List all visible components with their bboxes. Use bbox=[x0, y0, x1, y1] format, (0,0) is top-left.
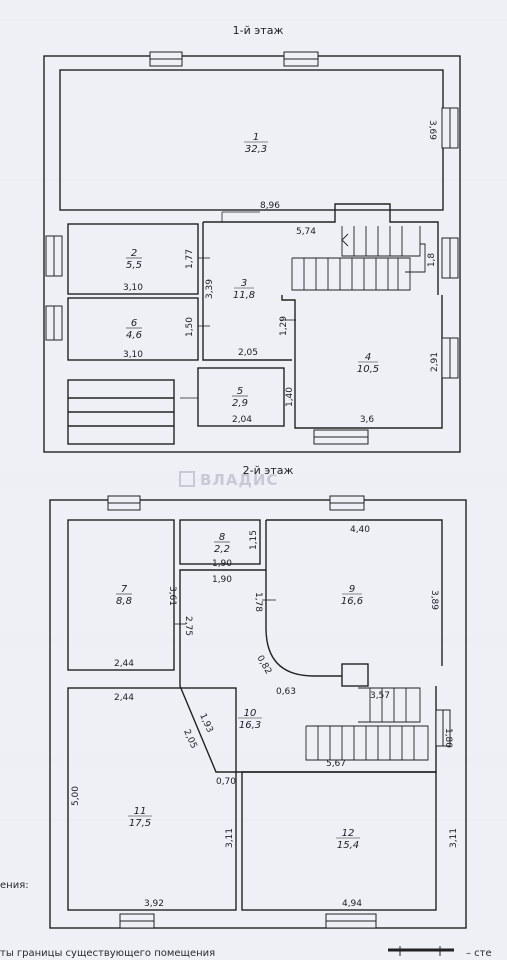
dimension-label: 1,29 bbox=[279, 316, 289, 336]
background-lines bbox=[0, 19, 507, 821]
floor2-title: 2-й этаж bbox=[243, 464, 294, 477]
dimension-label: 3,11 bbox=[449, 828, 459, 848]
room-area: 11,8 bbox=[233, 290, 255, 301]
dimension-label: 0,63 bbox=[276, 687, 296, 697]
dimension-label: 3,89 bbox=[429, 590, 439, 610]
floor2-stairs bbox=[305, 687, 429, 761]
room-number: 11 bbox=[134, 806, 147, 817]
dimension-label: 4,40 bbox=[350, 525, 370, 535]
dimension-label: 1,50 bbox=[185, 317, 195, 337]
room-number: 6 bbox=[131, 318, 137, 329]
dimension-label: 2,04 bbox=[232, 415, 252, 425]
dimension-label: 3,39 bbox=[205, 279, 215, 299]
room-number: 9 bbox=[349, 584, 355, 595]
dimension-label: 1,90 bbox=[212, 559, 232, 569]
legend-line: ты границы существующего помещения bbox=[0, 948, 215, 959]
dimension-label: 5,67 bbox=[326, 759, 346, 769]
floor2-room-labels: 7 8,8 8 2,2 9 16,6 10 16,3 11 17,5 12 15… bbox=[116, 532, 363, 851]
room-area: 32,3 bbox=[245, 144, 267, 155]
dimension-label: 1,77 bbox=[185, 249, 195, 269]
dimension-label: 5,74 bbox=[296, 227, 316, 237]
room-area: 17,5 bbox=[129, 818, 151, 829]
dimension-label: 1,90 bbox=[212, 575, 232, 585]
dimension-label: 0,70 bbox=[216, 777, 236, 787]
legend-heading: ения: bbox=[0, 880, 29, 891]
legend: ения: ты границы существующего помещения… bbox=[0, 880, 492, 959]
dimension-label: 3,11 bbox=[225, 828, 235, 848]
floor2-walls bbox=[49, 499, 467, 929]
room-number: 4 bbox=[365, 352, 371, 363]
dimension-label: 2,44 bbox=[114, 693, 134, 703]
room-number: 10 bbox=[244, 708, 257, 719]
floor1-room-labels: 1 32,3 2 5,5 3 11,8 4 10,5 5 2,9 6 4,6 bbox=[126, 132, 379, 409]
room-area: 8,8 bbox=[116, 596, 132, 607]
room-number: 3 bbox=[241, 278, 247, 289]
room-number: 2 bbox=[131, 248, 137, 259]
watermark-logo-icon bbox=[179, 471, 195, 487]
dimension-label: 4,94 bbox=[342, 899, 362, 909]
dimension-label: 1,78 bbox=[253, 592, 263, 612]
room-number: 1 bbox=[253, 132, 259, 143]
dimension-label: 1,80 bbox=[443, 728, 453, 748]
dimension-label: 2,44 bbox=[114, 659, 134, 669]
room-number: 5 bbox=[237, 386, 243, 397]
dimension-label: 8,96 bbox=[260, 201, 280, 211]
floor1-title: 1-й этаж bbox=[233, 24, 284, 37]
dimension-label: 3,92 bbox=[144, 899, 164, 909]
room-area: 16,6 bbox=[341, 596, 363, 607]
dimension-label: 3,6 bbox=[360, 415, 375, 425]
dimension-label: 3,57 bbox=[370, 691, 390, 701]
dimension-label: 2,75 bbox=[183, 616, 193, 636]
floor1-windows bbox=[45, 51, 459, 445]
room-number: 7 bbox=[121, 584, 128, 595]
room-number: 8 bbox=[219, 532, 225, 543]
floor1-dimensions: 3,69 8,96 5,74 1,77 3,39 1,8 3,10 1,50 1… bbox=[123, 120, 440, 425]
legend-suffix: – сте bbox=[466, 948, 492, 959]
dimension-label: 1,93 bbox=[197, 712, 214, 734]
room-area: 2,9 bbox=[232, 398, 248, 409]
dimension-label: 3,10 bbox=[123, 283, 143, 293]
room-area: 5,5 bbox=[126, 260, 142, 271]
room-area: 16,3 bbox=[239, 720, 261, 731]
room-number: 12 bbox=[342, 828, 355, 839]
dimension-label: 2,91 bbox=[430, 352, 440, 372]
dimension-label: 3,61 bbox=[167, 586, 177, 606]
room-area: 4,6 bbox=[126, 330, 142, 341]
dimension-label: 1,15 bbox=[249, 530, 259, 550]
floor1-walls bbox=[43, 55, 461, 453]
watermark: ВЛАДИС bbox=[179, 471, 278, 489]
dimension-label: 1,8 bbox=[427, 253, 437, 268]
watermark-text: ВЛАДИС bbox=[200, 471, 278, 489]
dimension-label: 1,40 bbox=[285, 387, 295, 407]
dimension-label: 3,69 bbox=[427, 120, 437, 140]
floor2-windows bbox=[107, 495, 451, 929]
room-area: 15,4 bbox=[337, 840, 359, 851]
floor1-stairs bbox=[291, 226, 426, 291]
dimension-label: 2,05 bbox=[238, 348, 258, 358]
dimension-label: 3,10 bbox=[123, 350, 143, 360]
room-area: 10,5 bbox=[357, 364, 379, 375]
dimension-label: 5,00 bbox=[71, 786, 81, 806]
dimension-label: 2,05 bbox=[181, 728, 198, 750]
dimension-label: 0,82 bbox=[254, 654, 273, 676]
room-area: 2,2 bbox=[214, 544, 230, 555]
floor2-dimensions: 4,40 1,15 1,90 1,90 3,61 1,78 3,89 2,75 … bbox=[71, 525, 459, 909]
